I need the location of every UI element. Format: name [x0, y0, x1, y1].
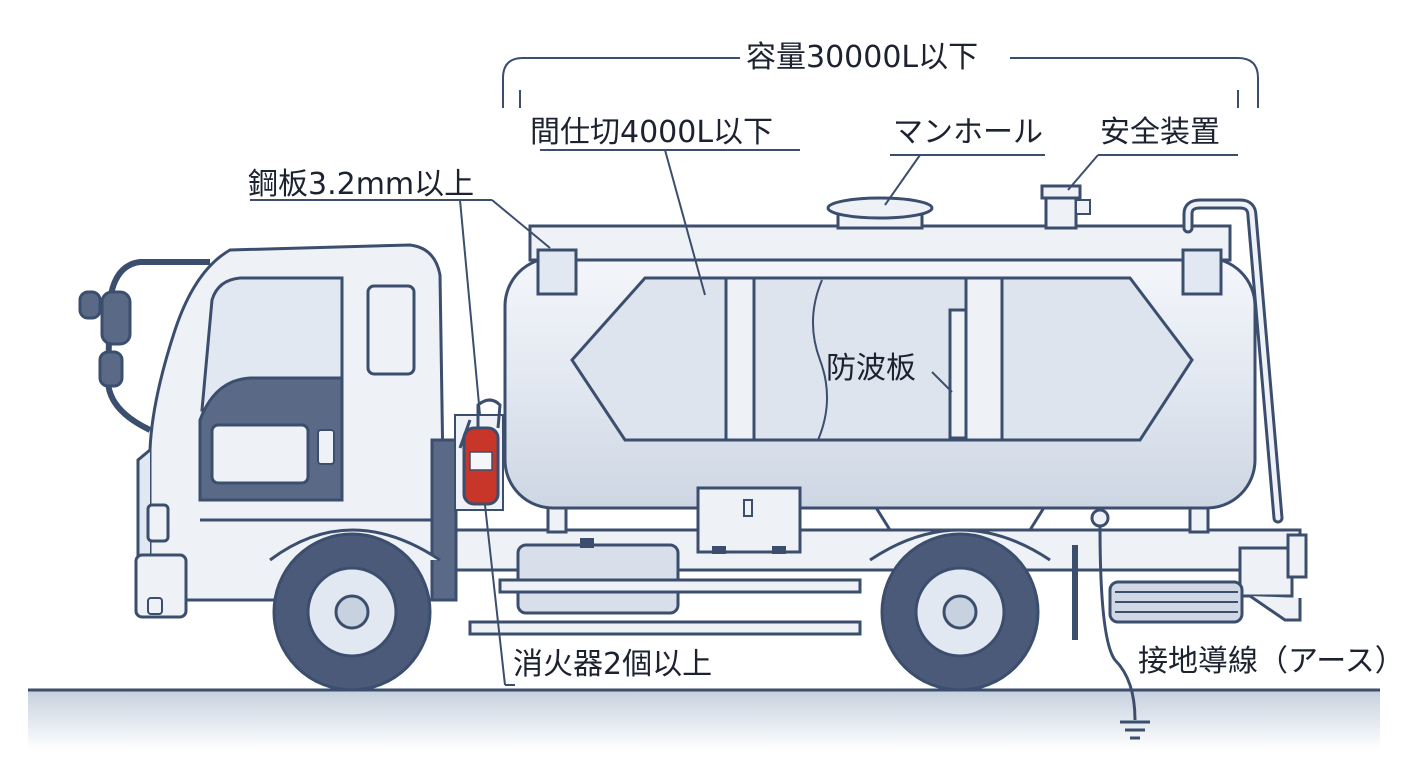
leader-baffle [931, 371, 953, 393]
grounding-wire [1098, 525, 1137, 721]
extinguisher-nozzle [458, 419, 472, 449]
rear-wheel [880, 532, 1040, 692]
corner-fitting-left [536, 248, 578, 296]
label-manhole: マンホール [893, 115, 1043, 150]
baffle-plate-wavy [812, 279, 828, 441]
side-rail-lower [468, 620, 862, 636]
safety-valve-body [1044, 194, 1078, 230]
side-mirror [100, 290, 132, 346]
leader-safety [1067, 154, 1238, 191]
cab-headlight [146, 503, 170, 543]
fuel-cap [580, 538, 594, 548]
label-capacity: 容量30000L以下 [740, 43, 985, 73]
compartment-1 [570, 276, 742, 442]
leader-extinguisher [459, 199, 506, 686]
extinguisher-label [469, 451, 493, 471]
cab-side-step [430, 438, 458, 602]
grounding-reel [1090, 508, 1110, 528]
door-handle [317, 429, 335, 465]
rear-bumper [1238, 546, 1294, 598]
cab-door-panel [210, 423, 310, 485]
baffle-plate [948, 308, 968, 440]
partition-wall-2 [964, 276, 1004, 442]
tool-box-foot-2 [772, 546, 786, 554]
label-baffle: 防波板 [826, 351, 916, 386]
partition-wall-1 [724, 276, 756, 442]
extinguisher-hose [476, 398, 502, 429]
compartment-2 [752, 276, 968, 442]
rear-light [1286, 533, 1308, 579]
safety-valve-cap [1040, 184, 1082, 200]
fog-light [147, 597, 163, 615]
lower-mirror [98, 350, 124, 388]
tank-top-rail [528, 224, 1232, 262]
leader-steel [250, 199, 551, 249]
compartment-3 [1000, 276, 1194, 442]
label-steel-plate: 鋼板3.2mm以上 [248, 167, 475, 202]
leader-manhole [884, 154, 1045, 206]
ground [28, 690, 1380, 750]
label-extinguisher: 消火器2個以上 [513, 647, 713, 682]
front-wheel [272, 532, 432, 692]
mirror-small [78, 290, 102, 320]
capacity-bracket [502, 57, 1259, 108]
leader-partition [540, 149, 800, 296]
corner-fitting-right [1181, 248, 1223, 296]
label-partition: 間仕切4000L以下 [530, 115, 774, 150]
side-rail-upper [498, 578, 862, 594]
label-safety-device: 安全装置 [1100, 115, 1220, 150]
tool-box-latch [743, 499, 753, 517]
safety-valve-knob [1075, 199, 1091, 215]
label-grounding: 接地導線（アース） [1138, 644, 1405, 679]
cab-rear-window [366, 284, 416, 376]
manhole-lid [826, 196, 934, 220]
tool-box [696, 486, 802, 554]
rear-mudflap [1249, 594, 1302, 622]
tool-box-foot [712, 546, 726, 554]
